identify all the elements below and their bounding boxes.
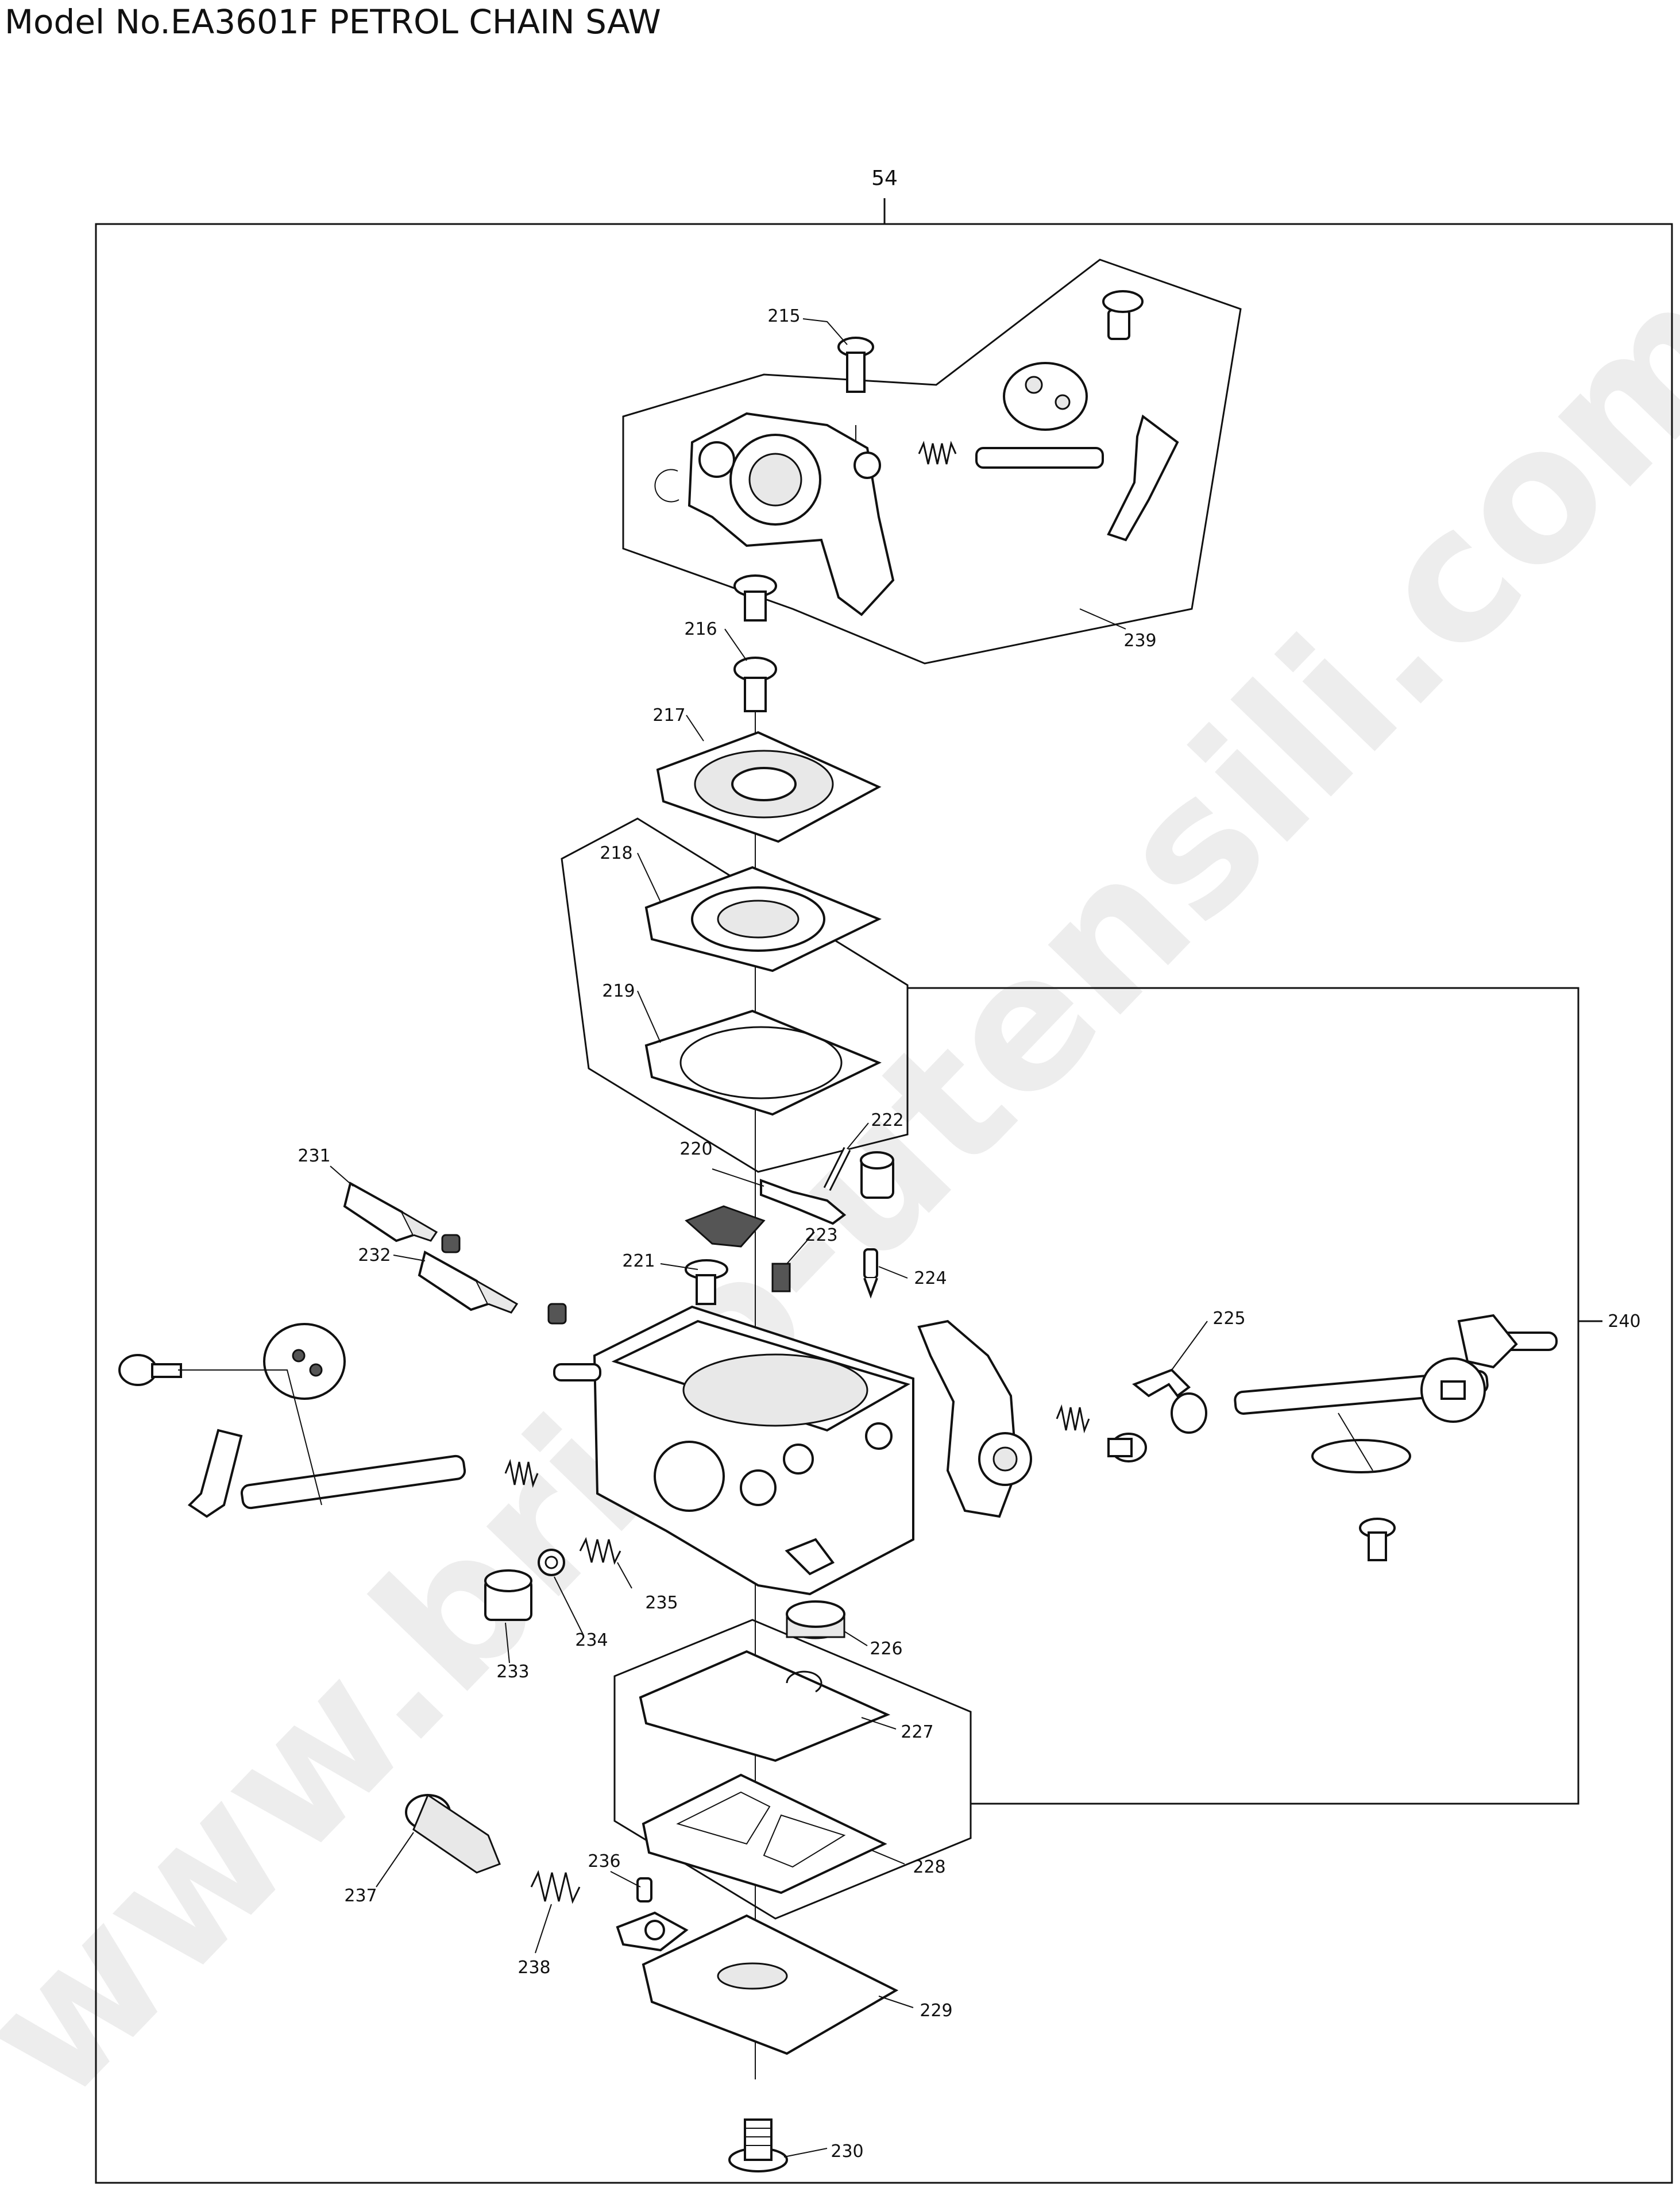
part-220-metering-lever	[760, 1179, 847, 1225]
part-label: 225	[1212, 1309, 1245, 1329]
part-219-gasket	[644, 1009, 882, 1116]
part-235-spring	[579, 1537, 621, 1565]
part-label: 216	[684, 619, 717, 639]
part-226-filter	[786, 1600, 845, 1639]
part-238-spring	[530, 1870, 581, 1904]
part-222-pin	[823, 1147, 851, 1191]
part-label: 215	[767, 306, 800, 326]
part-label: 224	[914, 1268, 947, 1288]
assembly-number: 54	[871, 167, 898, 190]
part-label: 230	[831, 2141, 863, 2162]
part-223-spring	[771, 1263, 791, 1292]
group-outline-227-228	[613, 1619, 972, 1920]
part-label: 227	[901, 1722, 933, 1742]
part-218-pump-diaphragm	[644, 866, 882, 972]
part-label: 235	[645, 1593, 678, 1613]
part-216-screw	[733, 657, 777, 712]
part-label: 228	[913, 1857, 945, 1877]
part-label: 223	[805, 1225, 837, 1245]
part-label: 219	[602, 981, 635, 1001]
throttle-body-assembly	[654, 290, 1179, 622]
part-217-pump-cover	[656, 731, 882, 843]
part-237-idle-screw	[405, 1793, 501, 1874]
part-label: 218	[600, 843, 632, 863]
choke-shaft-left	[118, 1323, 539, 1518]
part-231-adjusting-needle	[343, 1181, 461, 1253]
part-label: 220	[679, 1139, 712, 1159]
page-title: Model No.EA3601F PETROL CHAIN SAW	[5, 2, 661, 41]
group-outline-218-219	[561, 817, 909, 1173]
part-221-screw	[685, 1259, 728, 1305]
part-230-screw	[728, 2118, 788, 2172]
part-label: 233	[496, 1662, 529, 1682]
part-225-clip	[1132, 1368, 1207, 1434]
part-229-metering-cover	[616, 1911, 899, 2055]
part-234-o-ring	[538, 1549, 565, 1576]
part-label: 240	[1608, 1311, 1640, 1332]
part-label: 236	[588, 1851, 620, 1871]
part-label: 237	[344, 1886, 377, 1906]
part-label: 231	[298, 1146, 330, 1166]
part-215-screw	[837, 337, 874, 393]
carburetor-body	[553, 1305, 914, 1596]
part-228-gasket	[642, 1773, 887, 1894]
part-227-diaphragm	[639, 1650, 891, 1762]
welch-plug	[860, 1151, 894, 1199]
part-233-cap	[484, 1569, 532, 1621]
part-232-adjusting-needle	[418, 1250, 567, 1325]
part-label: 221	[622, 1251, 655, 1271]
part-label: 222	[871, 1110, 903, 1130]
group-bracket-240	[907, 987, 1579, 1805]
part-224-inlet-needle	[863, 1248, 878, 1299]
part-label: 229	[920, 2001, 952, 2021]
part-label: 238	[517, 1958, 550, 1978]
part-label: 226	[870, 1639, 902, 1659]
part-label: 239	[1123, 631, 1156, 651]
part-236-pin	[636, 1877, 652, 1902]
leader-lines	[330, 318, 1208, 2158]
part-label: 234	[575, 1630, 608, 1650]
throttle-lever-right	[917, 1319, 1147, 1518]
part-labels: 215 216 217 218 219 220 221 222 223 224 …	[298, 306, 1640, 2162]
part-label: 217	[652, 705, 685, 725]
part-label: 232	[358, 1245, 391, 1265]
throttle-shaft-right	[1234, 1314, 1558, 1561]
